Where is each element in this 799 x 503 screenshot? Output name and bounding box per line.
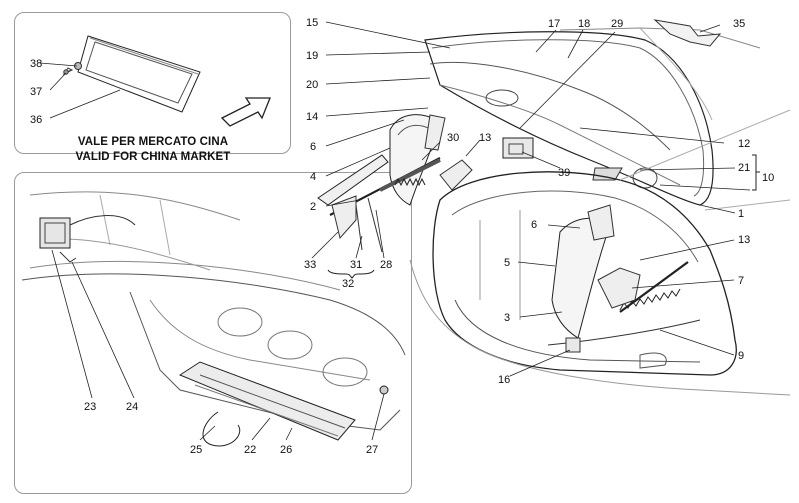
callout-37: 37 — [30, 86, 42, 98]
callout-25: 25 — [190, 444, 202, 456]
callout-26: 26 — [280, 444, 292, 456]
callout-13: 13 — [479, 132, 491, 144]
washer-and-screw — [62, 62, 82, 76]
brace-32 — [327, 269, 375, 279]
callout-38: 38 — [30, 58, 42, 70]
callout-17: 17 — [548, 18, 560, 30]
callout-7: 7 — [738, 275, 744, 287]
callout-5: 5 — [504, 257, 510, 269]
spring-right — [619, 288, 681, 311]
callout-6b: 6 — [531, 219, 537, 231]
trunk-lid — [424, 27, 761, 206]
cable-25 — [202, 411, 241, 447]
latch-rail-22 — [178, 361, 356, 441]
callout-30: 30 — [447, 132, 459, 144]
callout-15: 15 — [306, 17, 318, 29]
connector-24 — [59, 215, 136, 263]
control-module-23 — [39, 217, 71, 249]
bracket-35 — [653, 19, 722, 47]
bumper-16 — [565, 337, 581, 353]
hinge-bracket-13 — [439, 159, 473, 191]
callout-12: 12 — [738, 138, 750, 150]
callout-33: 33 — [304, 259, 316, 271]
callout-18: 18 — [578, 18, 590, 30]
callout-39: 39 — [558, 167, 570, 179]
callout-3: 3 — [504, 312, 510, 324]
callout-9: 9 — [738, 350, 744, 362]
callout-labels: 15 17 18 29 35 19 20 14 6 30 13 12 4 21 … — [30, 17, 774, 456]
arrow-indicator — [220, 97, 271, 127]
callout-19: 19 — [306, 50, 318, 62]
callout-29: 29 — [611, 18, 623, 30]
bracket-21 — [592, 167, 623, 181]
trunk-opening — [409, 109, 791, 396]
spring-left — [394, 177, 426, 187]
callout-20: 20 — [306, 79, 318, 91]
callout-14: 14 — [306, 111, 318, 123]
callout-1: 1 — [738, 208, 744, 220]
gas-strut-right — [619, 261, 689, 313]
callout-16: 16 — [498, 374, 510, 386]
callout-31: 31 — [350, 259, 362, 271]
license-plate-frame — [77, 35, 201, 113]
china-note-line2: VALID FOR CHINA MARKET — [75, 151, 231, 163]
callout-21: 21 — [738, 162, 750, 174]
callout-4: 4 — [310, 171, 316, 183]
callout-35: 35 — [733, 18, 745, 30]
callout-36: 36 — [30, 114, 42, 126]
fastener-27 — [379, 385, 389, 395]
callout-28: 28 — [380, 259, 392, 271]
callout-6: 6 — [310, 141, 316, 153]
link-arm — [317, 154, 389, 240]
callout-13b: 13 — [738, 234, 750, 246]
callout-24: 24 — [126, 401, 138, 413]
hinge-right — [551, 204, 615, 339]
callout-2: 2 — [310, 201, 316, 213]
callout-23: 23 — [84, 401, 96, 413]
china-note-line1: VALE PER MERCATO CINA — [77, 136, 229, 148]
brace-10 — [752, 154, 760, 191]
callout-22: 22 — [244, 444, 256, 456]
callout-10: 10 — [762, 172, 774, 184]
callout-32: 32 — [342, 278, 354, 290]
callout-27: 27 — [366, 444, 378, 456]
china-market-inset — [14, 12, 291, 154]
leader-lines — [39, 21, 751, 441]
latch-39 — [502, 137, 534, 159]
